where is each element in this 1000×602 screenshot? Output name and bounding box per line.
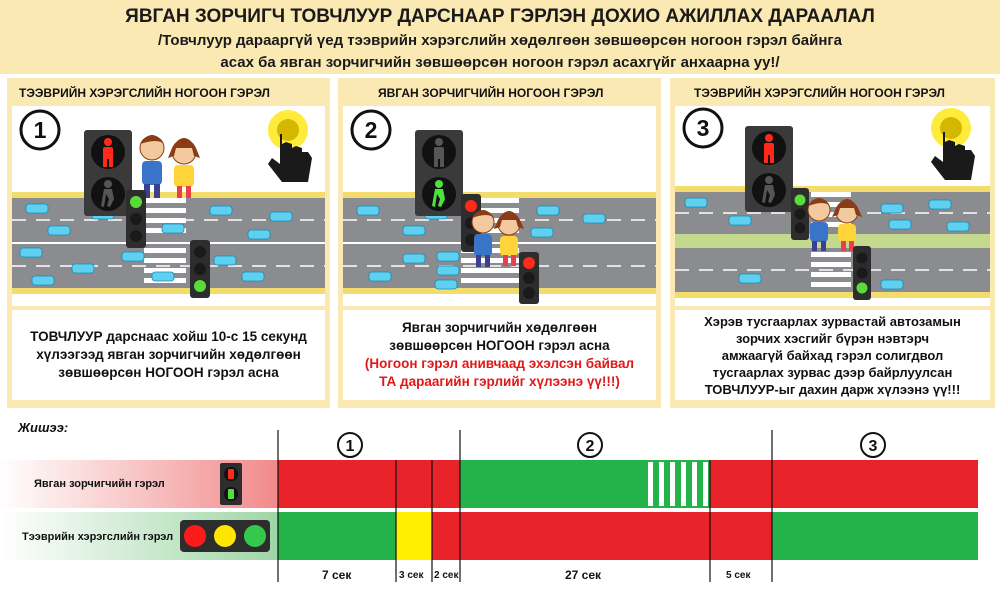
panel-1-text-line: ТОВЧЛУУР дарснаас хойш 10-с 15 секунд (30, 329, 307, 344)
svg-text:3: 3 (869, 438, 878, 455)
median-strip (675, 234, 990, 248)
panel-1-text-line: хүлээгээд явган зорчигчийн хөдөлгөөн (36, 347, 301, 362)
example-label: Жишээ: (18, 420, 69, 435)
vehicle-light-label: Тээврийн хэрэгслийн гэрэл (22, 531, 174, 543)
panel-1-description: ТОВЧЛУУР дарснаас хойш 10-с 15 секунд хү… (12, 310, 325, 400)
svg-text:2: 2 (365, 117, 378, 143)
children-figures (139, 135, 200, 198)
pedestrian-signal-red (745, 126, 793, 212)
pedestrian-signal-red (84, 130, 132, 216)
panel-2-title: ЯВГАН ЗОРЧИГЧИЙН НОГООН ГЭРЭЛ (378, 86, 604, 100)
panel-1-number-badge: 1 (19, 109, 61, 151)
header-banner: ЯВГАН ЗОРЧИГЧ ТОВЧЛУУР ДАРСНААР ГЭРЛЭН Д… (0, 0, 1000, 74)
panel-2-text-line: зөвшөөрсөн НОГООН гэрэл асна (389, 338, 610, 353)
ped-green-segment (460, 460, 710, 508)
panel-3-description: Хэрэв тусгаарлах зурвастай автозамын зор… (675, 310, 990, 400)
ped-red-segment (278, 460, 460, 508)
page-title: ЯВГАН ЗОРЧИГЧ ТОВЧЛУУР ДАРСНААР ГЭРЛЭН Д… (125, 6, 875, 27)
panel-3-text-line: Хэрэв тусгаарлах зурвастай автозамын (704, 313, 961, 329)
duration-label: 27 сек (565, 568, 602, 582)
svg-text:1: 1 (34, 117, 47, 143)
vehicle-signal-green (791, 188, 809, 240)
panel-3-text-line: тусгаарлах зурвас дээр байрлуулсан (712, 364, 953, 380)
children-figures (471, 210, 524, 267)
duration-label: 5 сек (726, 570, 751, 581)
subtitle-line-2: асах ба явган зорчигчийн зөвшөөрсөн ного… (220, 54, 780, 71)
panel-2-description: Явган зорчигчийн хөдөлгөөн зөвшөөрсөн НО… (343, 310, 656, 400)
panel-3-title: ТЭЭВРИЙН ХЭРЭГСЛИЙН НОГООН ГЭРЭЛ (694, 86, 945, 100)
duration-label: 7 сек (322, 568, 352, 582)
vehicle-signal-green (853, 246, 871, 300)
svg-text:3: 3 (697, 115, 710, 141)
panel-3-text-line: амжаагүй байхад гэрэл солигдвол (721, 347, 944, 363)
panel-2-text-line: Явган зорчигчийн хөдөлгөөн (401, 320, 598, 335)
duration-label: 2 сек (434, 570, 459, 581)
pedestrian-light-label: Явган зорчигчийн гэрэл (34, 478, 165, 490)
panel-2: ЯВГАН ЗОРЧИГЧИЙН НОГООН ГЭРЭЛ (338, 78, 661, 408)
duration-label: 3 сек (399, 570, 424, 581)
hand-press-button-icon (931, 108, 975, 180)
veh-yellow-segment (396, 512, 432, 560)
phase-dividers (277, 430, 773, 582)
vehicle-signal-green (126, 190, 146, 248)
panel-2-warning-line: ТА дараагийн гэрлийг хүлээнэ үү!!!) (379, 374, 620, 389)
ped-red-segment (710, 460, 978, 508)
subtitle-line-1: /Товчлуур дарааргүй үед тээврийн хэрэгсл… (157, 32, 842, 49)
panel-1: ТЭЭВРИЙН ХЭРЭГСЛИЙН НОГООН ГЭРЭЛ (7, 78, 330, 408)
pedestrian-signal-green (415, 130, 463, 216)
svg-text:1: 1 (346, 438, 355, 455)
vehicle-signal-green (190, 240, 210, 298)
panel-1-title: ТЭЭВРИЙН ХЭРЭГСЛИЙН НОГООН ГЭРЭЛ (19, 86, 270, 100)
ped-flashing-green (648, 462, 708, 506)
phase-number-2: 2 (577, 432, 603, 458)
panel-3-text-line: ТОВЧЛУУР-ыг дахин дарж хүлээнэ үү!!! (704, 381, 961, 397)
phase-number-3: 3 (860, 432, 886, 458)
panel-2-warning-line: (Ногоон гэрэл анивчаад эхэлсэн байвал (364, 356, 635, 371)
panel-3-number-badge: 3 (682, 107, 724, 149)
hand-press-button-icon (268, 110, 312, 182)
veh-green-segment (278, 512, 396, 560)
phase-number-1: 1 (337, 432, 363, 458)
panel-3: ТЭЭВРИЙН ХЭРЭГСЛИЙН НОГООН ГЭРЭЛ (670, 78, 995, 408)
vehicle-signal-red (519, 252, 539, 304)
veh-red-segment (432, 512, 772, 560)
panel-2-scene: 2 (343, 106, 656, 306)
panel-1-scene: 1 (12, 106, 325, 306)
vehicle-signal-horizontal-icon (180, 520, 270, 552)
car-icon (19, 203, 293, 286)
panel-2-number-badge: 2 (350, 109, 392, 151)
panel-3-scene: 3 (675, 106, 990, 306)
veh-green-segment (772, 512, 978, 560)
panel-3-text-line: зорчих хэсгийг бүрэн нэвтэрч (735, 330, 930, 346)
pedestrian-signal-icon (220, 463, 242, 505)
children-figures (807, 198, 862, 251)
panel-1-text-line: зөвшөөрсөн НОГООН гэрэл асна (58, 365, 279, 380)
svg-text:2: 2 (586, 438, 595, 455)
